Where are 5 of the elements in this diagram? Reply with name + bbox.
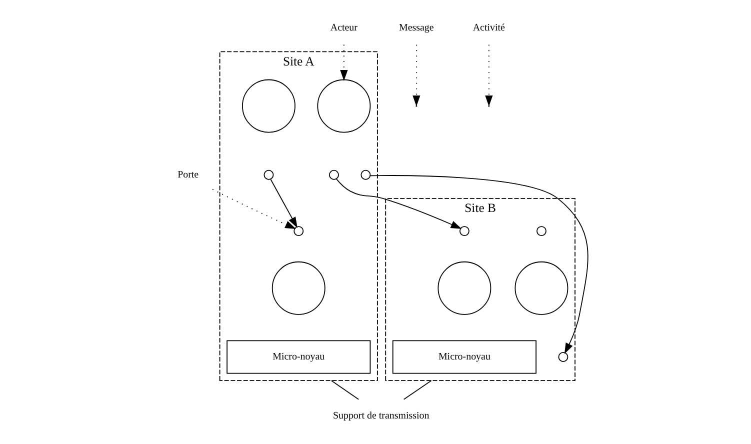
node-text: Porte <box>177 169 198 180</box>
node-text: Support de transmission <box>332 410 429 422</box>
node-text: Acteur <box>330 22 357 34</box>
node-text: Activité <box>472 22 504 34</box>
node-text: Message <box>398 22 434 34</box>
